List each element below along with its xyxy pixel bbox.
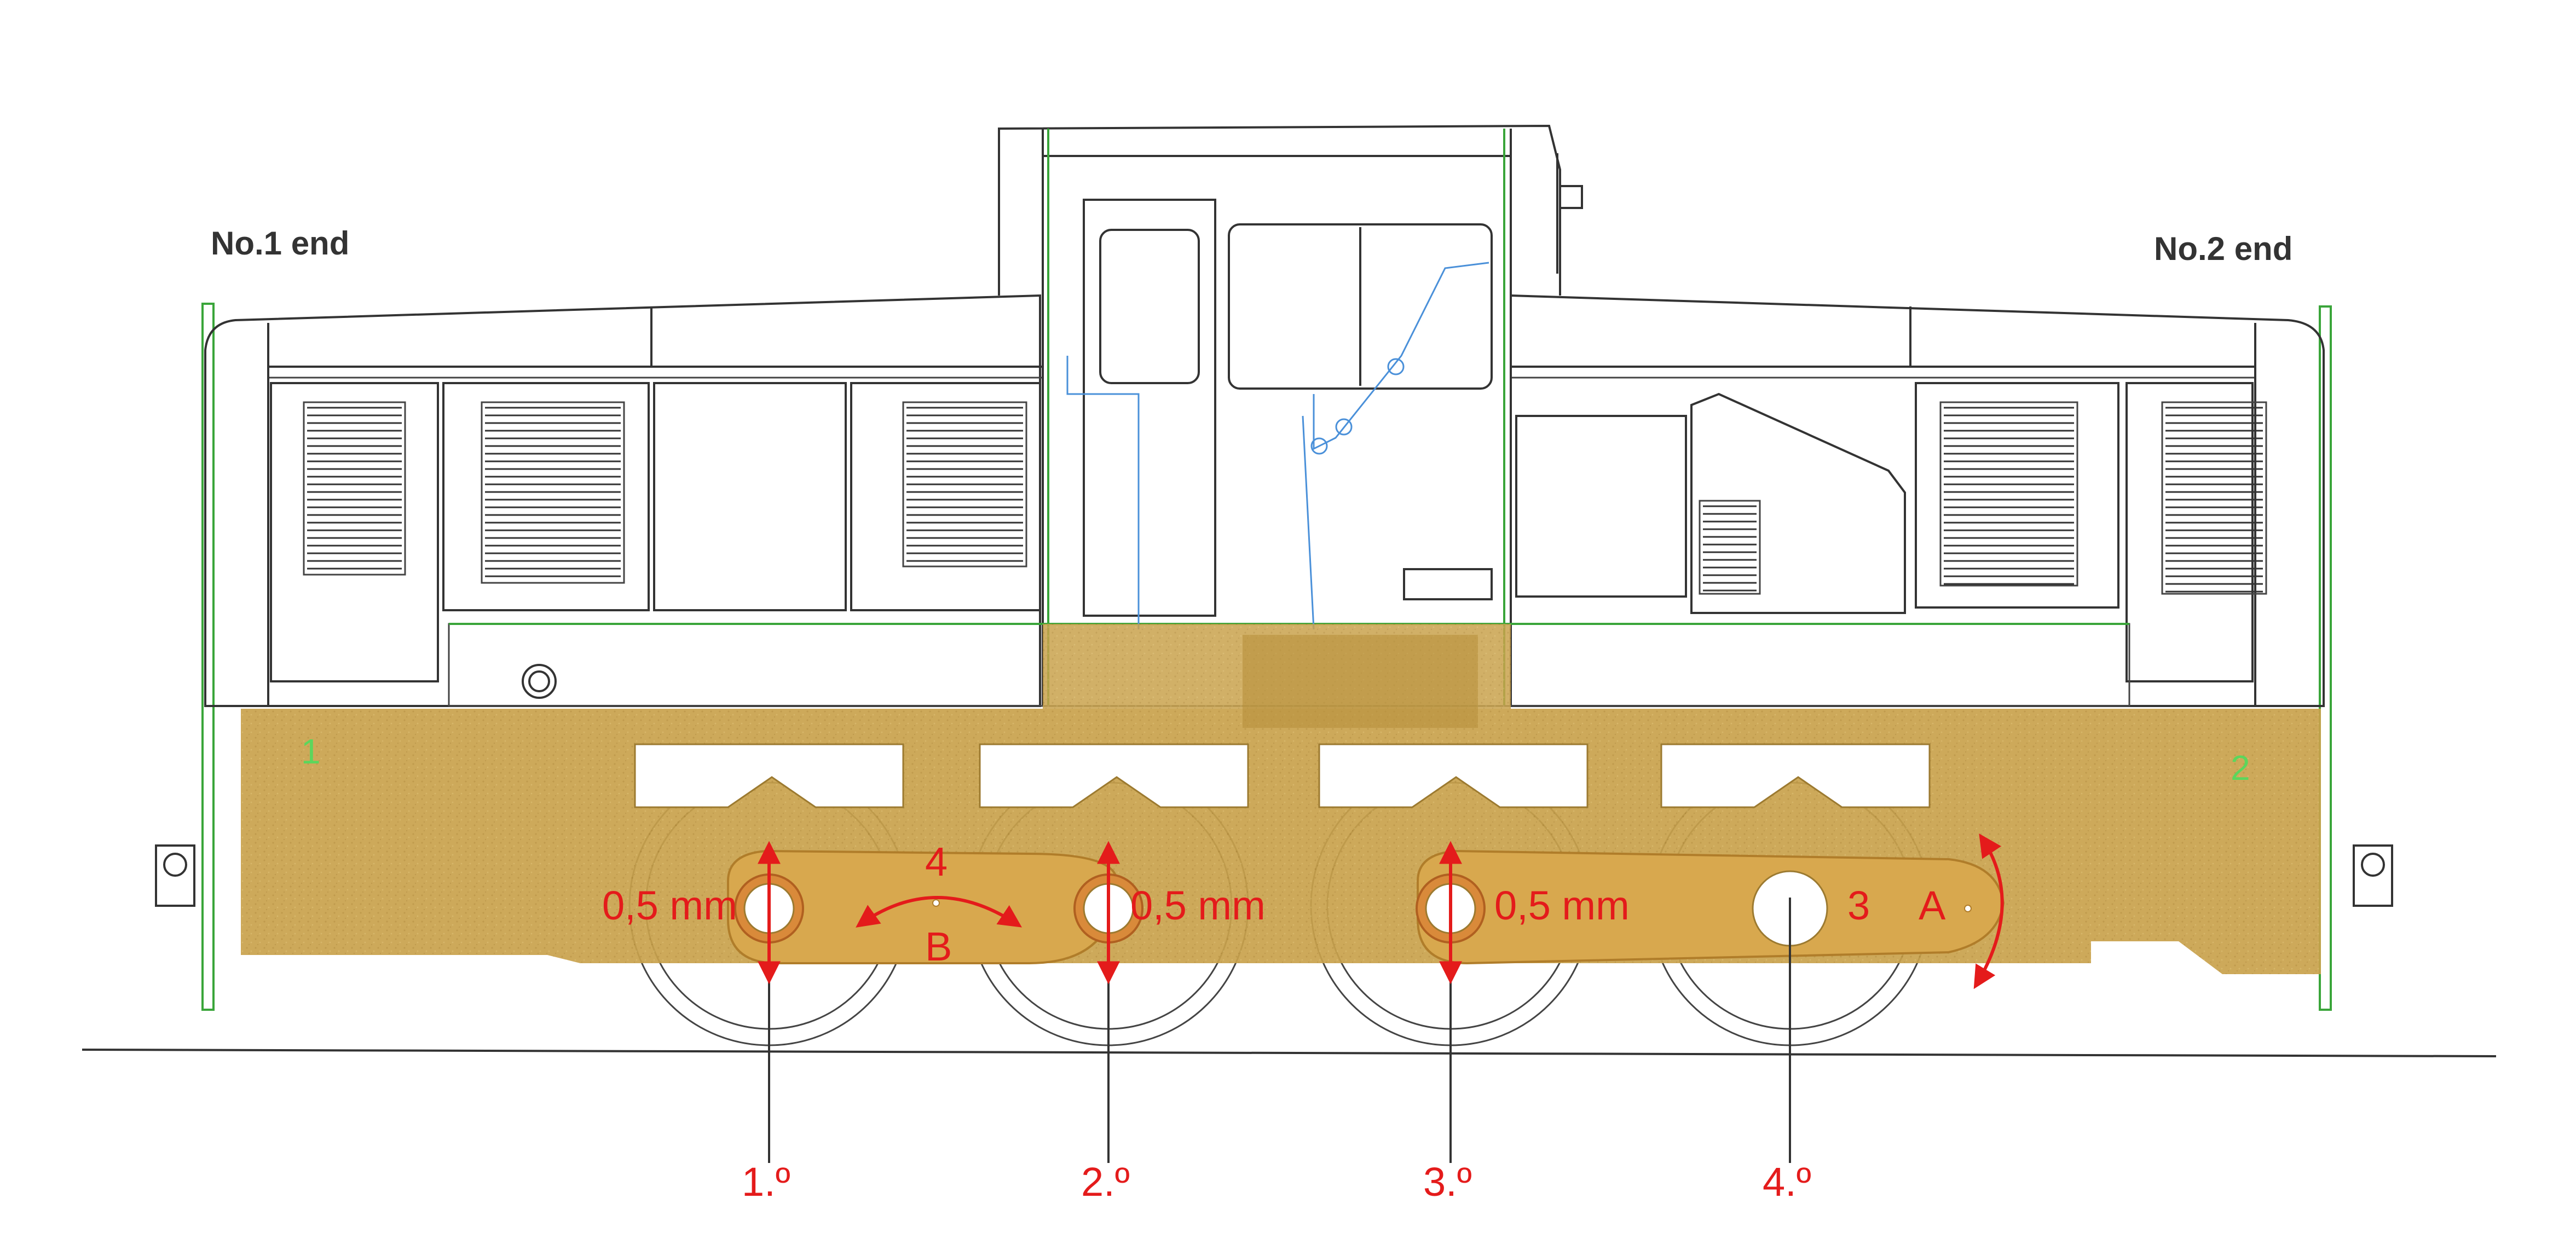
clearance-2: 0,5 mm (1130, 883, 1266, 928)
axle-reference: 3.º (1423, 841, 1472, 1205)
no1-end-label: No.1 end (211, 225, 349, 262)
axle-reference: 2.º (1081, 841, 1130, 1205)
annotations: 0,5 mm 0,5 mm 0,5 mm 4 B 3 A (602, 834, 2004, 989)
axle-reference-lines: 1.º 2.º 3.º 4.º (742, 841, 1811, 1205)
louvre-grille (481, 401, 625, 584)
axle-label-4: 4.º (1763, 1159, 1811, 1205)
frame-cutout (1660, 743, 1931, 808)
clearance-3: 0,5 mm (1494, 883, 1630, 928)
frame-cutout (634, 743, 904, 808)
label-b: B (925, 924, 952, 969)
pivot-arrow-a (1973, 834, 2004, 989)
main-frame (241, 624, 2321, 974)
cab-piping (1066, 262, 1489, 630)
louvre-grilles (303, 401, 2267, 595)
louvre-grille (1939, 401, 2078, 587)
axle-reference: 1.º (742, 841, 790, 1205)
label-3: 3 (1847, 883, 1870, 928)
no2-end-label: No.2 end (2154, 230, 2292, 267)
axle-label-3: 3.º (1423, 1159, 1472, 1205)
clearance-1: 0,5 mm (602, 883, 737, 928)
label-4: 4 (925, 839, 948, 884)
frame-cutout (979, 743, 1249, 808)
buffer-left (155, 303, 215, 1011)
frame-marker-1: 1 (301, 732, 321, 771)
louvre-grille (303, 401, 406, 576)
axle-label-2: 2.º (1081, 1159, 1130, 1205)
label-a: A (1919, 883, 1946, 928)
louvre-grille (2161, 401, 2267, 595)
rail-line (82, 1049, 2497, 1057)
frame-cutout (1318, 743, 1589, 808)
louvre-grille (1699, 500, 1761, 595)
axle-reference: 4.º (1763, 898, 1811, 1205)
pivot-arrow-b (856, 896, 1022, 928)
axle-label-1: 1.º (742, 1159, 790, 1205)
louvre-grille (902, 401, 1027, 568)
frame-marker-2: 2 (2231, 748, 2250, 788)
buffer-right (2319, 305, 2393, 1011)
